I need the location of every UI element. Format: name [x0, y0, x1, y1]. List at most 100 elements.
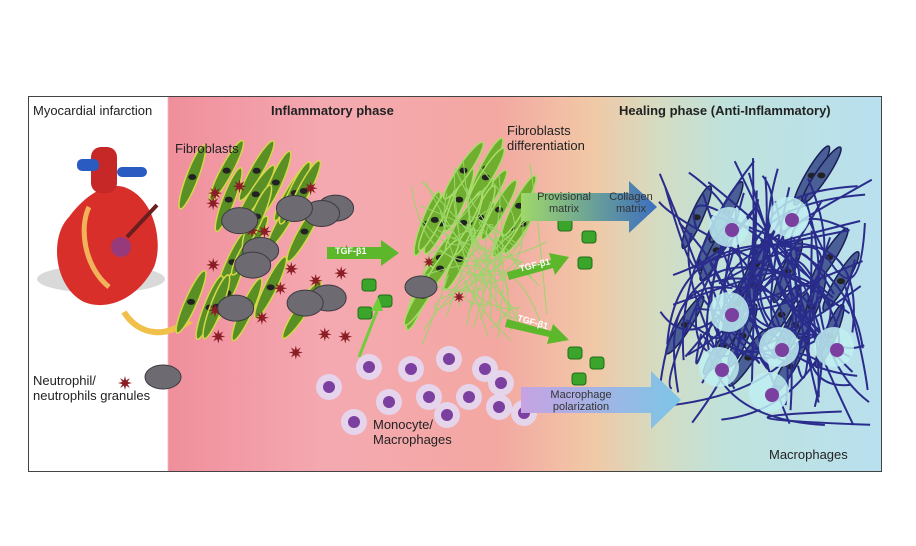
collagen-fiber — [422, 264, 492, 320]
collagen-fiber — [714, 285, 820, 359]
collagen-fiber — [422, 274, 449, 345]
tgf-label-1: TGF-β1 — [335, 246, 367, 256]
monocyte-label: Monocyte/ Macrophages — [373, 417, 452, 447]
neutrophil — [308, 273, 323, 288]
diagram-panel: Myocardial infarction Inflammatory phase… — [28, 96, 882, 472]
collagen-fiber — [681, 160, 755, 361]
injured-cell — [221, 207, 259, 235]
monocyte-nucleus — [495, 377, 507, 389]
neutrophil — [208, 186, 223, 201]
tgf-arrow-1 — [327, 240, 399, 266]
fibroblast-nucleus — [224, 196, 233, 203]
neutrophil — [338, 329, 353, 344]
collagen-fiber — [719, 234, 789, 406]
neutrophil — [211, 329, 226, 344]
collagen-fiber — [453, 169, 523, 284]
fibroblast-nucleus — [271, 179, 280, 186]
collagen-fiber — [485, 223, 494, 267]
collagen-fiber — [721, 259, 856, 421]
neutrophil — [303, 181, 318, 196]
monocyte-nucleus — [443, 353, 455, 365]
injured-cell — [286, 289, 324, 317]
collagen-fiber — [423, 270, 544, 332]
fibroblast-nucleus — [300, 228, 309, 235]
collagen-fiber — [656, 266, 851, 415]
healing-phase-header: Healing phase (Anti-Inflammatory) — [619, 103, 831, 118]
collagen-fiber — [668, 245, 725, 390]
tgf-arrow-2 — [507, 253, 569, 280]
tgf-molecule — [567, 346, 583, 360]
fibroblast-nucleus — [817, 172, 826, 179]
collagen-fiber — [437, 218, 487, 292]
collagen-fiber — [465, 250, 504, 305]
injured-cell — [275, 194, 313, 222]
tgf-molecule — [571, 372, 587, 386]
macrophage-nucleus — [725, 308, 739, 322]
fibroblast-nucleus — [188, 174, 197, 181]
neutrophil — [206, 196, 221, 211]
collagen-fiber — [443, 187, 486, 227]
collagen-fiber — [437, 229, 524, 263]
collagen-fiber — [466, 205, 504, 267]
fibroblast-nucleus — [299, 188, 308, 195]
fibroblast-nucleus — [252, 167, 261, 174]
tgf-arrow-3 — [505, 319, 569, 344]
collagen-fiber — [469, 175, 501, 312]
neutrophil — [288, 345, 303, 360]
monocyte-cluster — [316, 346, 537, 435]
collagen-fiber — [419, 205, 479, 260]
collagen-fiber — [503, 307, 519, 320]
neutrophil — [118, 376, 132, 390]
macrophage-nucleus — [830, 343, 844, 357]
macrophage-nucleus — [715, 363, 729, 377]
collagen-fiber — [688, 242, 855, 333]
neutrophil-label: Neutrophil/ neutrophils granules — [33, 373, 151, 403]
collagen-fiber — [766, 410, 871, 426]
inflammatory-phase-header: Inflammatory phase — [271, 103, 394, 118]
neutrophil — [284, 261, 299, 276]
collagen-fiber — [471, 207, 513, 326]
fibroblast-nucleus — [836, 278, 845, 285]
collagen-fiber — [779, 220, 861, 244]
monocyte-nucleus — [405, 363, 417, 375]
fibroblast-nucleus — [187, 298, 196, 305]
diagram-artwork — [37, 137, 873, 435]
neutrophil — [334, 266, 349, 281]
injured-cell — [144, 364, 182, 390]
monocyte-nucleus — [493, 401, 505, 413]
collagen-fiber — [529, 163, 548, 315]
matrix-arrow — [521, 181, 657, 233]
tgf-molecule — [577, 256, 593, 270]
neutrophil — [423, 256, 435, 268]
tgf-molecule — [361, 278, 377, 292]
provisional-matrix-label: Provisional matrix — [537, 191, 591, 215]
neutrophil — [232, 179, 247, 194]
monocyte-nucleus — [348, 416, 360, 428]
injured-cell — [234, 251, 272, 279]
neutrophil — [254, 310, 269, 325]
tgf-beta-molecules — [357, 218, 605, 386]
fibroblast-nucleus — [430, 216, 439, 223]
collagen-fiber — [672, 272, 775, 306]
neutrophil — [273, 281, 288, 296]
collagen-fiber — [808, 221, 866, 280]
macrophage-cluster — [699, 197, 854, 412]
fibroblast-differentiation-label: Fibroblasts differentiation — [507, 123, 585, 153]
neutrophil — [206, 257, 221, 272]
monocyte-nucleus — [423, 391, 435, 403]
collagen-fiber — [464, 285, 521, 310]
heart-illustration — [37, 147, 193, 336]
macrophages-label: Macrophages — [769, 447, 848, 462]
tgf-molecule — [357, 306, 373, 320]
macrophage-nucleus — [765, 388, 779, 402]
collagen-fiber — [458, 207, 524, 276]
mi-header: Myocardial infarction — [33, 103, 153, 118]
injured-cell — [217, 294, 255, 322]
fibroblast-nucleus — [266, 284, 275, 291]
macrophage-nucleus — [775, 343, 789, 357]
monocyte-nucleus — [323, 381, 335, 393]
collagen-fiber — [752, 158, 756, 315]
neutrophil — [257, 224, 272, 239]
monocyte-arrow — [357, 297, 383, 358]
fibroblast-nucleus — [455, 196, 464, 203]
